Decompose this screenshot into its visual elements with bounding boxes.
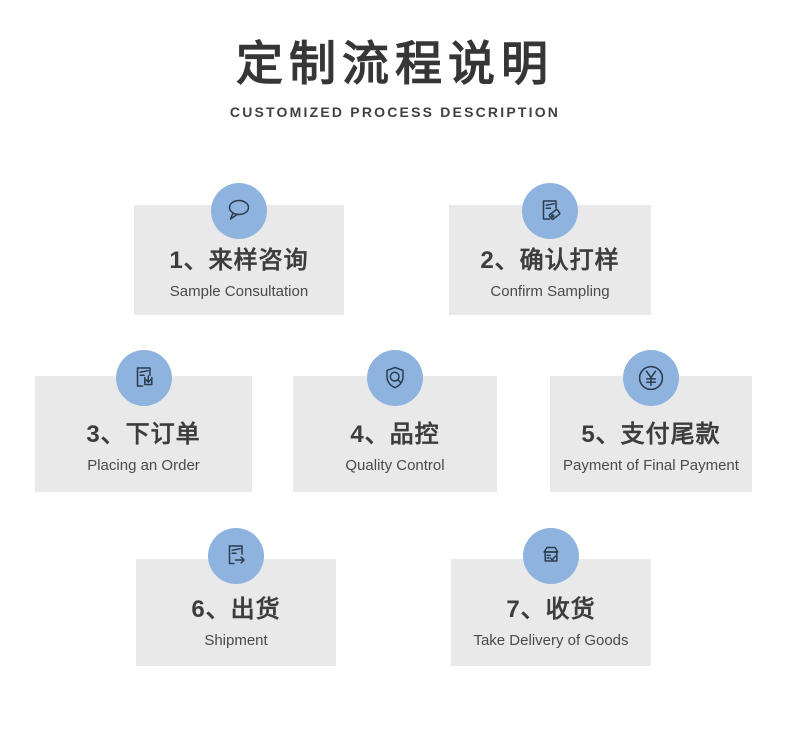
document-arrow-icon xyxy=(208,528,264,584)
step-card-take-delivery: 7、收货 Take Delivery of Goods xyxy=(451,528,651,666)
step-subtitle: Quality Control xyxy=(345,456,445,474)
step-card-final-payment: 5、支付尾款 Payment of Final Payment xyxy=(550,350,752,492)
page-title: 定制流程说明 xyxy=(236,37,554,90)
step-card-sample-consultation: 1、来样咨询 Sample Consultation xyxy=(134,183,344,315)
step-subtitle: Payment of Final Payment xyxy=(563,456,739,474)
step-subtitle: Placing an Order xyxy=(87,456,200,474)
step-card-placing-order: 3、下订单 Placing an Order xyxy=(35,350,252,492)
yuan-coin-icon xyxy=(623,350,679,406)
document-download-icon xyxy=(115,350,172,406)
step-card-confirm-sampling: 2、确认打样 Confirm Sampling xyxy=(449,183,651,315)
step-title: 3、下订单 xyxy=(86,420,201,448)
step-title: 2、确认打样 xyxy=(480,246,620,274)
step-subtitle: Sample Consultation xyxy=(169,282,309,300)
step-title: 1、来样咨询 xyxy=(169,246,309,274)
page-subtitle: CUSTOMIZED PROCESS DESCRIPTION xyxy=(229,104,561,120)
step-card-quality-control: 4、品控 Quality Control xyxy=(293,350,497,492)
parcel-check-icon xyxy=(523,528,579,584)
step-title: 6、出货 xyxy=(191,596,281,623)
step-title: 5、支付尾款 xyxy=(581,420,721,448)
step-card-shipment: 6、出货 Shipment xyxy=(136,528,336,666)
chat-bubble-icon xyxy=(211,183,267,239)
shield-search-icon xyxy=(367,350,423,406)
step-subtitle: Shipment xyxy=(204,632,268,649)
step-title: 4、品控 xyxy=(350,420,440,448)
step-subtitle: Confirm Sampling xyxy=(490,282,610,300)
step-subtitle: Take Delivery of Goods xyxy=(473,632,629,649)
document-tag-icon xyxy=(522,183,578,239)
section-header: 定制流程说明 CUSTOMIZED PROCESS DESCRIPTION xyxy=(0,0,790,120)
step-title: 7、收货 xyxy=(506,596,596,623)
